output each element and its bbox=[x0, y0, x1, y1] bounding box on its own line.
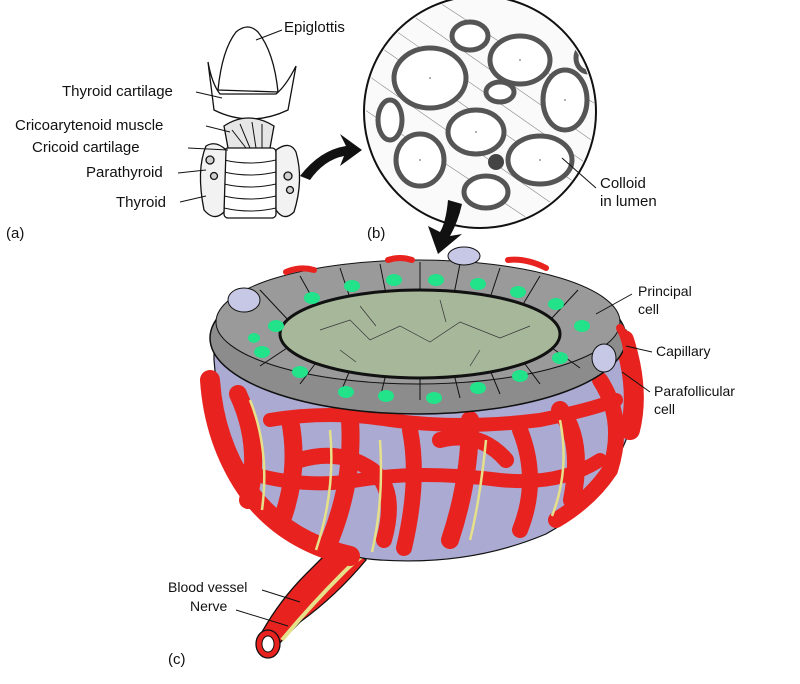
trachea-rings bbox=[223, 159, 277, 212]
colloid-label-line2: in lumen bbox=[600, 193, 657, 210]
colloid-label-line1: Colloid bbox=[600, 175, 646, 192]
capillary-network bbox=[200, 330, 644, 566]
thyroid-left-lobe bbox=[199, 143, 227, 218]
follicle-3d-block bbox=[200, 246, 644, 659]
blood-vessel-label: Blood vessel bbox=[168, 579, 247, 595]
trachea-shape bbox=[223, 147, 277, 219]
thyroid-label: Thyroid bbox=[116, 194, 166, 211]
epiglottis-shape bbox=[217, 26, 279, 93]
panel-b-label: (b) bbox=[367, 225, 385, 242]
parathyroid-label: Parathyroid bbox=[86, 164, 163, 181]
arrow-b-to-c-icon bbox=[428, 200, 462, 254]
panel-a-label: (a) bbox=[6, 225, 24, 242]
parafollicular-cells bbox=[227, 246, 617, 373]
nuclei bbox=[248, 274, 590, 404]
nerve-fibers bbox=[248, 399, 565, 553]
thyroid-right-lobe bbox=[275, 144, 301, 218]
epiglottis-label: Epiglottis bbox=[284, 19, 345, 36]
nerve-label: Nerve bbox=[190, 598, 228, 614]
colloid-lumen bbox=[278, 288, 562, 380]
panel-a-leaders bbox=[177, 29, 283, 203]
cricoarytenoid-muscle-shape bbox=[223, 117, 275, 153]
colloid-speckle bbox=[419, 59, 566, 161]
panel-c-label: (c) bbox=[168, 651, 186, 668]
arrow-a-to-b-icon bbox=[300, 134, 362, 180]
stained-cell-cluster bbox=[488, 154, 504, 170]
principal-cell-label-line1: Principal bbox=[638, 283, 692, 299]
colloid-leader bbox=[561, 157, 597, 189]
thyroid-cartilage-label: Thyroid cartilage bbox=[62, 83, 173, 100]
colloid-cracks bbox=[319, 299, 531, 367]
follicle-micrograph bbox=[363, 0, 597, 229]
principal-cell-label-line2: cell bbox=[638, 301, 659, 317]
cricoarytenoid-muscle-label: Cricoarytenoid muscle bbox=[15, 117, 163, 134]
panel-c-leaders bbox=[235, 293, 653, 627]
larynx-illustration bbox=[199, 26, 301, 219]
parathyroid-glands bbox=[205, 155, 295, 195]
cricoid-cartilage-label: Cricoid cartilage bbox=[32, 139, 140, 156]
parafollicular-cell-label-line2: cell bbox=[654, 401, 675, 417]
parafollicular-cell-label-line1: Parafollicular bbox=[654, 383, 735, 399]
capillary-label: Capillary bbox=[656, 343, 710, 359]
